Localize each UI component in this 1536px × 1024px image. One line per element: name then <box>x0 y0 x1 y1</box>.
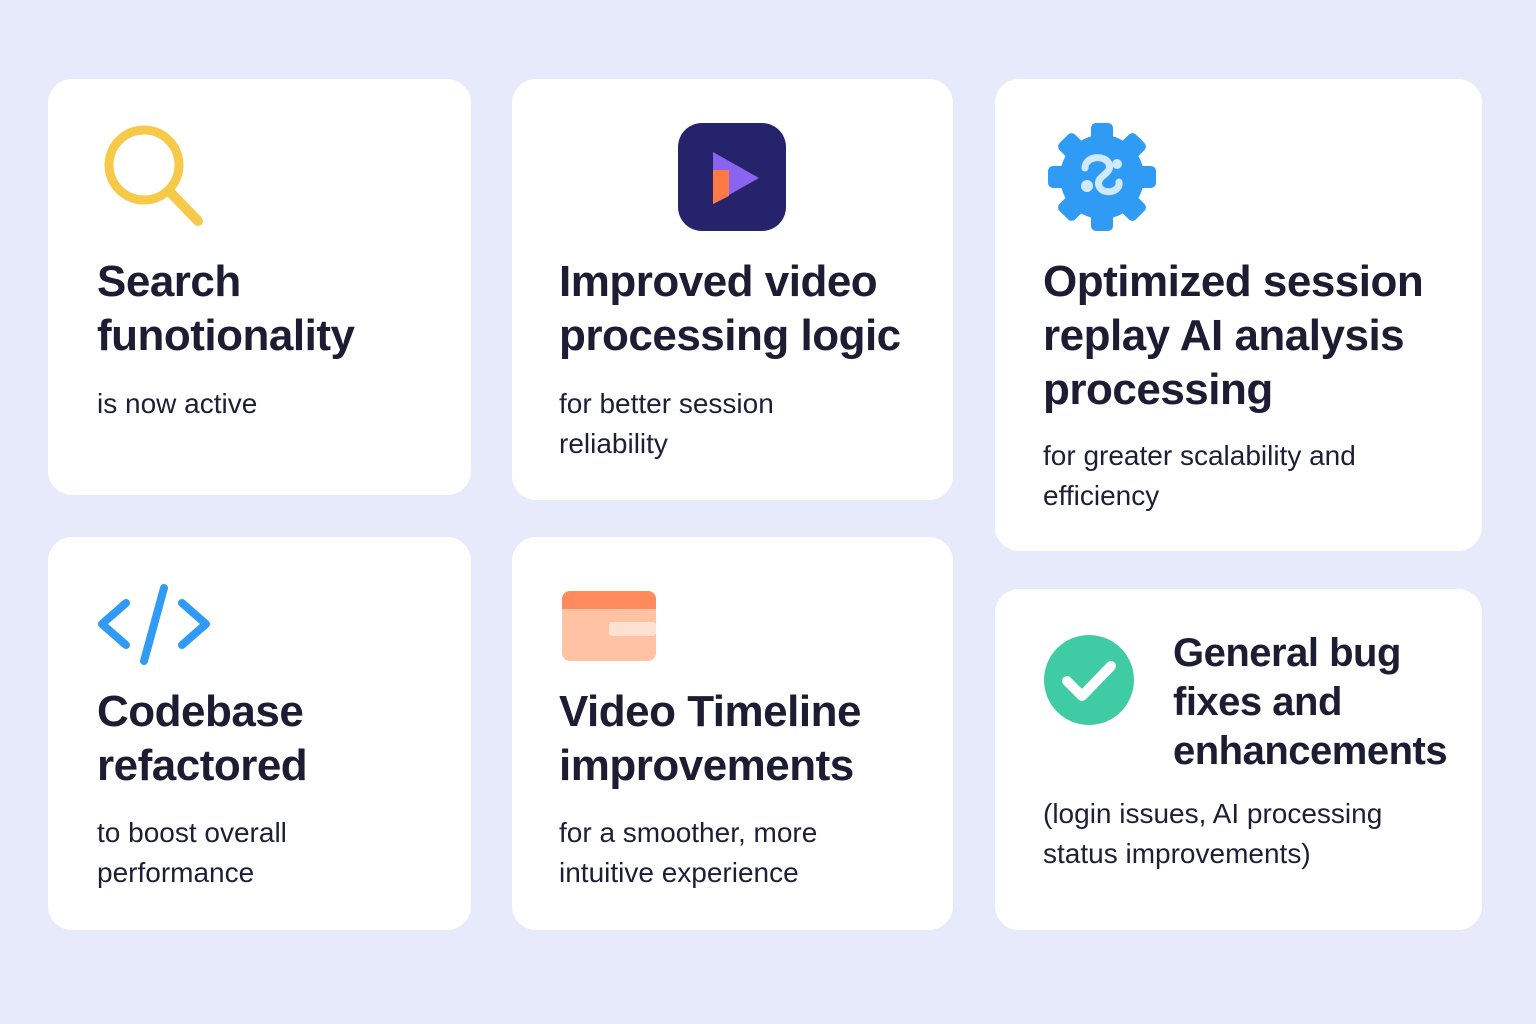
card-title: Video Timeline improvements <box>559 687 861 790</box>
play-icon <box>678 123 786 231</box>
card-title: Improved video processing logic <box>559 257 901 360</box>
update-card-video-processing: Improved video processing logic for bett… <box>512 79 953 500</box>
card-title: Codebase refactored <box>97 687 308 790</box>
checkmark-icon <box>1044 635 1134 725</box>
timeline-icon <box>562 591 656 661</box>
code-icon <box>98 584 210 665</box>
update-card-video-timeline: Video Timeline improvements for a smooth… <box>512 537 953 930</box>
update-card-search: Search funotionality is now active <box>48 79 471 495</box>
card-description: to boost overall performance <box>97 817 287 888</box>
card-description: is now active <box>97 388 258 419</box>
card-title: General bug fixes and enhancements <box>1173 631 1448 773</box>
update-card-bug-fixes: General bug fixes and enhancements (logi… <box>995 589 1482 930</box>
card-title: Optimized session replay AI analysis pro… <box>1043 257 1424 414</box>
update-card-session-replay: Optimized session replay AI analysis pro… <box>995 79 1482 551</box>
card-description: for greater scalability and efficiency <box>1043 440 1356 511</box>
card-description: (login issues, AI processing status impr… <box>1043 798 1383 869</box>
card-title: Search funotionality <box>97 257 355 360</box>
card-description: for better session reliability <box>559 388 774 459</box>
update-card-codebase: Codebase refactored to boost overall per… <box>48 537 471 930</box>
gear-icon <box>1048 123 1156 231</box>
search-icon <box>104 125 203 226</box>
card-description: for a smoother, more intuitive experienc… <box>559 817 818 888</box>
